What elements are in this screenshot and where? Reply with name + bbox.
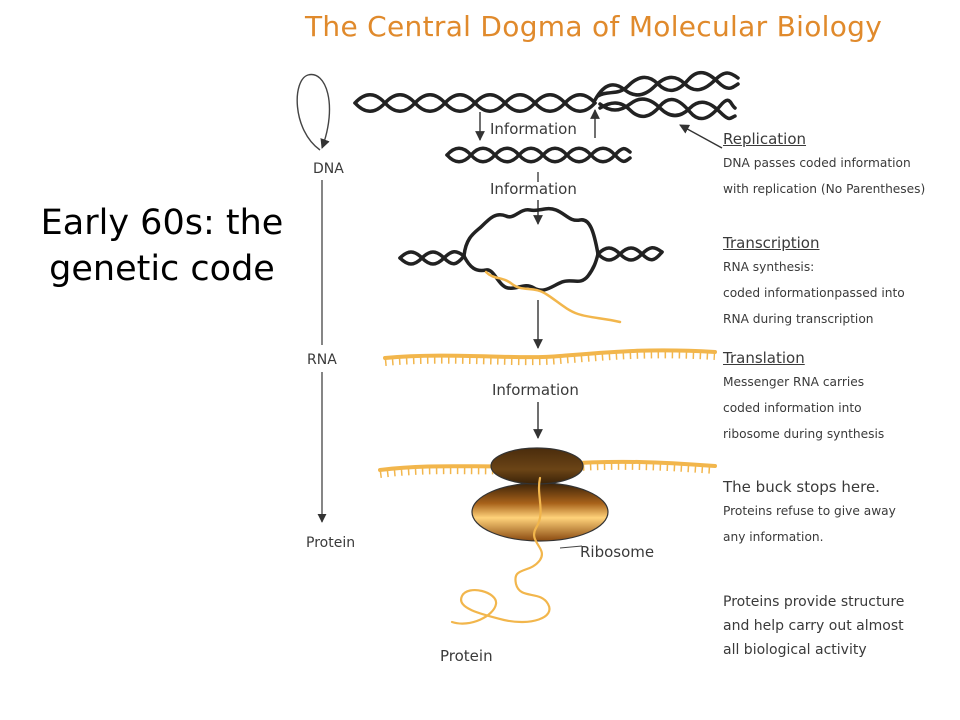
transcription-bubble-top-strand [462, 206, 600, 258]
ribosome-small-subunit [490, 447, 584, 485]
translation-line-1: Messenger RNA carries [723, 375, 865, 389]
transcription-dna-right-a [596, 246, 664, 262]
information-label-1: Information [490, 120, 577, 138]
transcription-dna-left-a [398, 250, 466, 266]
translation-description: Translation Messenger RNA carries coded … [723, 347, 958, 447]
replication-pointer-arrow [679, 124, 723, 149]
transcription-dna-left-b [398, 250, 466, 266]
mrna-strand-1 [383, 348, 717, 366]
dna-strand-2 [445, 146, 632, 164]
daughter-dna-upper-a [593, 71, 740, 102]
ribosome-label-line [559, 545, 583, 549]
proteins-role-line-3: all biological activity [723, 642, 867, 658]
transcription-description: Transcription RNA synthesis: coded infor… [723, 232, 958, 332]
rna-label: RNA [307, 352, 337, 368]
transcription-bubble-bottom-strand [462, 252, 600, 292]
ribosome-label: Ribosome [580, 543, 655, 561]
dna-strand-2-b [445, 146, 632, 164]
proteins-role-line-2: and help carry out almost [723, 618, 904, 634]
protein-label: Protein [306, 535, 356, 551]
proteins-role-description: Proteins provide structure and help carr… [723, 590, 958, 662]
information-label-3: Information [492, 381, 579, 399]
diagram-title: The Central Dogma of Molecular Biology [305, 10, 883, 43]
daughter-dna-upper-b [596, 70, 740, 98]
transcription-line-3: RNA during transcription [723, 312, 874, 326]
replication-line-2: with replication (No Parentheses) [723, 182, 926, 196]
translation-heading: Translation [723, 349, 805, 367]
translation-line-2: coded information into [723, 401, 862, 415]
translation-line-3: ribosome during synthesis [723, 427, 885, 441]
buck-stops-line-1: Proteins refuse to give away [723, 504, 896, 518]
transcription-dna-right-b [596, 246, 664, 262]
slide-caption: Early 60s: the genetic code [40, 203, 284, 289]
buck-stops-heading: The buck stops here. [723, 478, 880, 496]
dna-self-replication-loop [296, 73, 331, 151]
buck-stops-line-2: any information. [723, 530, 824, 544]
replication-heading: Replication [723, 130, 807, 148]
replication-line-1: DNA passes coded information [723, 156, 911, 170]
transcription-bubble [398, 206, 664, 324]
buck-stops-description: The buck stops here. Proteins refuse to … [723, 476, 958, 550]
protein-chain-label: Protein [440, 647, 493, 665]
replication-description: Replication DNA passes coded information… [723, 128, 958, 202]
dna-label: DNA [313, 161, 344, 177]
transcription-heading: Transcription [723, 234, 820, 252]
proteins-role-line-1: Proteins provide structure [723, 594, 905, 610]
parent-dna-strand-b [353, 93, 597, 113]
transcription-line-1: RNA synthesis: [723, 260, 815, 274]
left-flow-column [296, 73, 331, 523]
nascent-rna-strand [484, 270, 622, 324]
replication-dna-strands [353, 70, 740, 121]
transcription-line-2: coded informationpassed into [723, 286, 905, 300]
daughter-dna-lower-b [598, 97, 737, 121]
information-label-2: Information [490, 180, 577, 198]
protein-chain [450, 476, 551, 625]
